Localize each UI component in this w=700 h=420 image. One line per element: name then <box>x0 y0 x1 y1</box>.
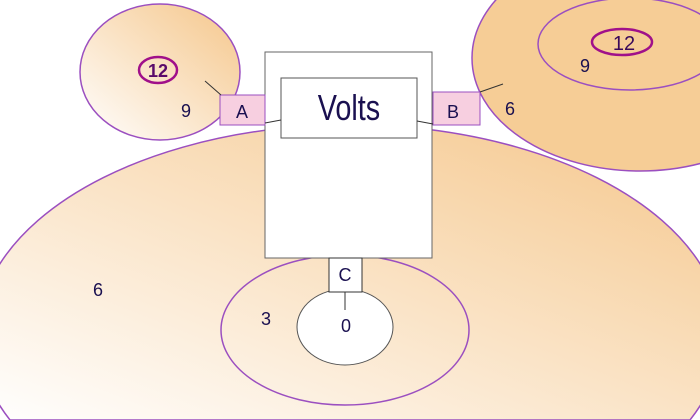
right-outer-value: 6 <box>505 99 515 119</box>
port-a-box <box>219 94 266 126</box>
right-region <box>471 0 700 172</box>
bottom-outer-value: 6 <box>93 280 103 300</box>
right-middle-contour <box>537 0 700 91</box>
right-outer-contour <box>471 0 700 172</box>
right-middle-value: 9 <box>580 56 590 76</box>
left-inner-value: 12 <box>148 61 168 81</box>
left-inner-ring <box>137 55 179 85</box>
port-b-label: B <box>447 102 459 122</box>
port-a-label: A <box>236 102 248 122</box>
left-region <box>79 3 241 141</box>
bottom-middle-value: 3 <box>261 309 271 329</box>
bottom-inner-value: 0 <box>341 316 351 336</box>
port-b-box <box>432 91 481 126</box>
title-volts: Volts <box>318 87 380 128</box>
volts-label-box <box>280 77 418 139</box>
right-inner-value: 12 <box>613 33 635 55</box>
left-outer-value: 9 <box>181 101 191 121</box>
left-outer-contour <box>79 3 241 141</box>
port-c-label: C <box>339 265 352 285</box>
right-inner-ring <box>590 27 654 57</box>
connectors <box>204 80 504 310</box>
